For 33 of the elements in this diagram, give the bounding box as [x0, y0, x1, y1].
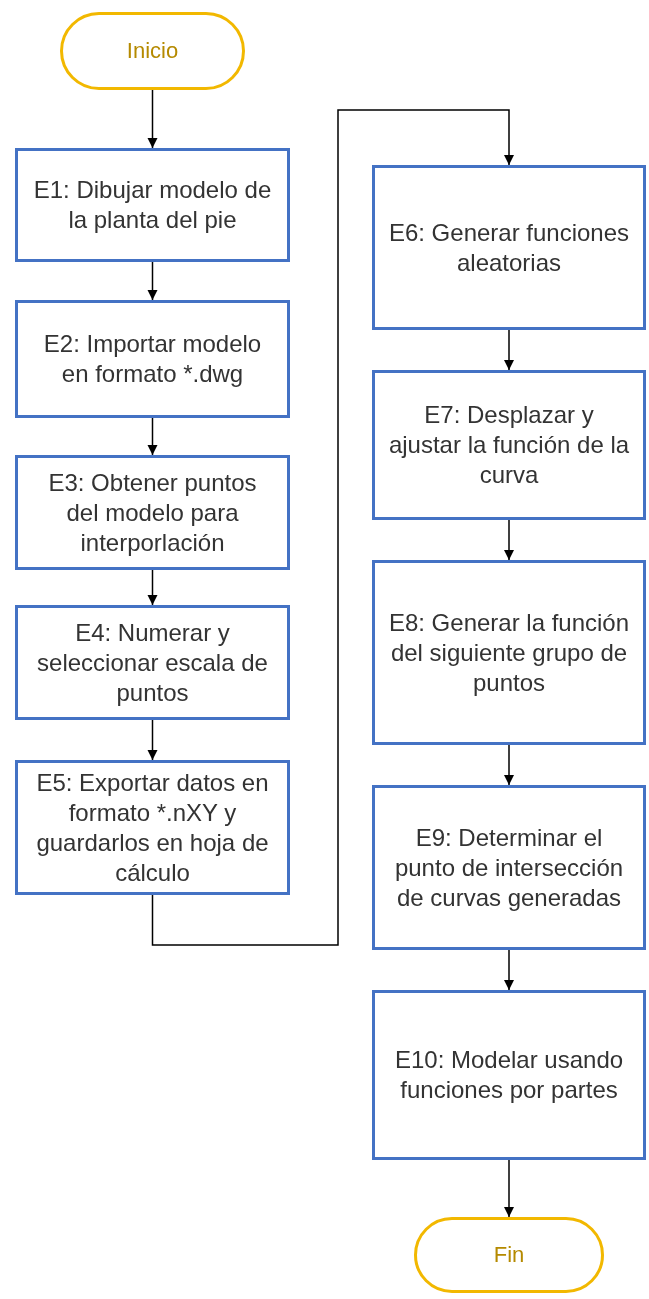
arrow [147, 719, 158, 761]
node-label: E7: Desplazar y ajustar la función de la curva [387, 400, 631, 490]
node-label: E2: Importar modelo en formato *.dwg [42, 329, 263, 389]
process-box [15, 148, 290, 262]
arrow [147, 89, 158, 149]
process-box [372, 370, 646, 520]
node-label: E9: Determinar el punto de intersección de curvas generadas [393, 822, 625, 913]
arrow [147, 569, 158, 606]
arrow [503, 519, 515, 561]
node-label: E1: Dibujar modelo de la planta del pie [32, 175, 273, 235]
node-label: E5: Exportar datos en formato *.nXY y guardarlos en hoja de cálculo [35, 767, 270, 888]
process-box [372, 785, 646, 950]
process-box [15, 605, 290, 720]
arrow [503, 1159, 515, 1218]
arrow [147, 417, 158, 456]
arrow [147, 261, 158, 301]
node-label: Fin [493, 1241, 525, 1269]
node-label: E3: Obtener puntos del modelo para interporlación [47, 467, 258, 558]
process-box [15, 300, 290, 418]
node-label: E6: Generar funciones aleatorias [387, 217, 631, 278]
node-label: Inicio [126, 37, 179, 65]
process-box [15, 760, 290, 895]
process-box [15, 455, 290, 570]
node-label: E4: Numerar y seleccionar escala de puntos [36, 617, 269, 708]
process-box [372, 165, 646, 330]
node-label: E10: Modelar usando funciones por partes [393, 1045, 625, 1105]
arrow [503, 744, 515, 786]
arrow [503, 329, 515, 371]
arrow [151, 109, 515, 946]
node-label: E8: Generar la función del siguiente grupo de puntos [387, 607, 631, 698]
process-box [372, 990, 646, 1160]
process-box [372, 560, 646, 745]
arrow [503, 949, 515, 991]
